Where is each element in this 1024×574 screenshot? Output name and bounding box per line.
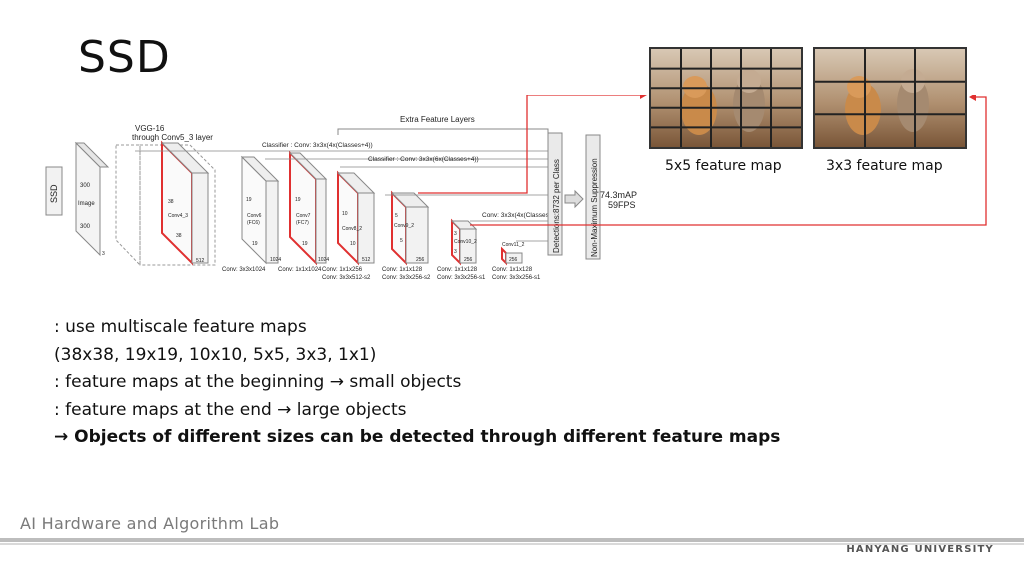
conv9-2-bottom: 5 [400,238,403,244]
conv-label-1: Conv: 1x1x1024 [278,267,322,273]
classifier-label-1: Classifier : Conv: 3x3x(4x(Classes+4)) [262,142,373,149]
conv6-name: Conv6 [247,213,262,219]
footer-lab-name: AI Hardware and Algorithm Lab [20,514,279,533]
conv6-bottom: 19 [252,241,258,247]
conv6-top: 19 [246,197,252,203]
feature-map-3x3-image [813,47,967,149]
conv11-2-depth: 256 [509,257,518,263]
bullet-line: : feature maps at the beginning → small … [54,369,780,397]
nms-label: Non-Maximum Suppression [590,158,599,257]
footer-divider [0,538,1024,542]
conv7-sub: (FC7) [296,220,309,226]
conclusion-line: → Objects of different sizes can be dete… [54,424,780,452]
conv10-2-top: 3 [454,231,457,237]
conv8-2-name: Conv8_2 [342,226,362,232]
arrow-to-5x5 [418,95,640,193]
conv11-2-name: Conv11_2 [502,242,525,248]
conv10-2-bottom: 3 [454,249,457,255]
university-logo-text: HANYANG UNIVERSITY [846,544,994,555]
conv-label-2: Conv: 1x1x256 [322,267,363,273]
conv8-2-bottom: 10 [350,241,356,247]
classifier-label-2: Classifier : Conv: 3x3x(6x(Classes+4)) [368,156,479,163]
conv9-2-top: 5 [395,213,398,219]
conv-label-5: Conv: 3x3x256-s2 [382,275,431,281]
conv4-3-name: Conv4_3 [168,213,188,219]
conv10-2-depth: 256 [464,257,473,263]
bullet-line: (38x38, 19x19, 10x10, 5x5, 3x3, 1x1) [54,342,780,370]
conv-label-3: Conv: 3x3x512-s2 [322,275,371,281]
conv-label-7: Conv: 3x3x256-s1 [437,275,486,281]
image-depth-label: 3 [102,251,105,257]
conv8-2-top: 10 [342,211,348,217]
slide-title: SSD [78,32,171,83]
conv4-3-depth: 512 [196,258,205,264]
conv9-2-name: Conv9_2 [394,223,414,229]
map-label: 74.3mAP [600,190,637,200]
conv7-name: Conv7 [296,213,311,219]
bullet-line: : feature maps at the end → large object… [54,397,780,425]
conv4-3-top: 38 [168,199,174,205]
conv11-2-block [502,249,506,263]
conv7-top: 19 [295,197,301,203]
conv4-3-bottom: 38 [176,233,182,239]
extra-feature-layers-label: Extra Feature Layers [400,115,475,124]
detections-label: Detections:8732 per Class [552,159,561,253]
conv7-bottom: 19 [302,241,308,247]
conv10-2-name: Conv10_2 [454,239,477,245]
conv7-depth: 1024 [318,257,329,263]
image-top-label: 300 [80,183,91,189]
conv6-depth: 1024 [270,257,281,263]
image-mid-label: Image [78,201,95,207]
conv9-2-depth: 256 [416,257,425,263]
vgg-label-2: through Conv5_3 layer [132,133,213,142]
bullet-list: : use multiscale feature maps (38x38, 19… [54,314,780,452]
conv6-sub: (FC6) [247,220,260,226]
feature-map-3x3-label: 3x3 feature map [826,158,943,174]
conv-label-4: Conv: 1x1x128 [382,267,423,273]
conv8-2-depth: 512 [362,257,371,263]
fps-label: 59FPS [608,200,636,210]
conv-label-9: Conv: 3x3x256-s1 [492,275,541,281]
ssd-side-label: SSD [49,184,59,203]
feature-map-5x5-image [649,47,803,149]
feature-map-5x5-label: 5x5 feature map [665,158,782,174]
image-bottom-label: 300 [80,224,91,230]
bullet-line: : use multiscale feature maps [54,314,780,342]
conv-label-6: Conv: 1x1x128 [437,267,478,273]
conv-label-0: Conv: 3x3x1024 [222,267,266,273]
conv-label-8: Conv: 1x1x128 [492,267,533,273]
vgg-label-1: VGG-16 [135,124,165,133]
